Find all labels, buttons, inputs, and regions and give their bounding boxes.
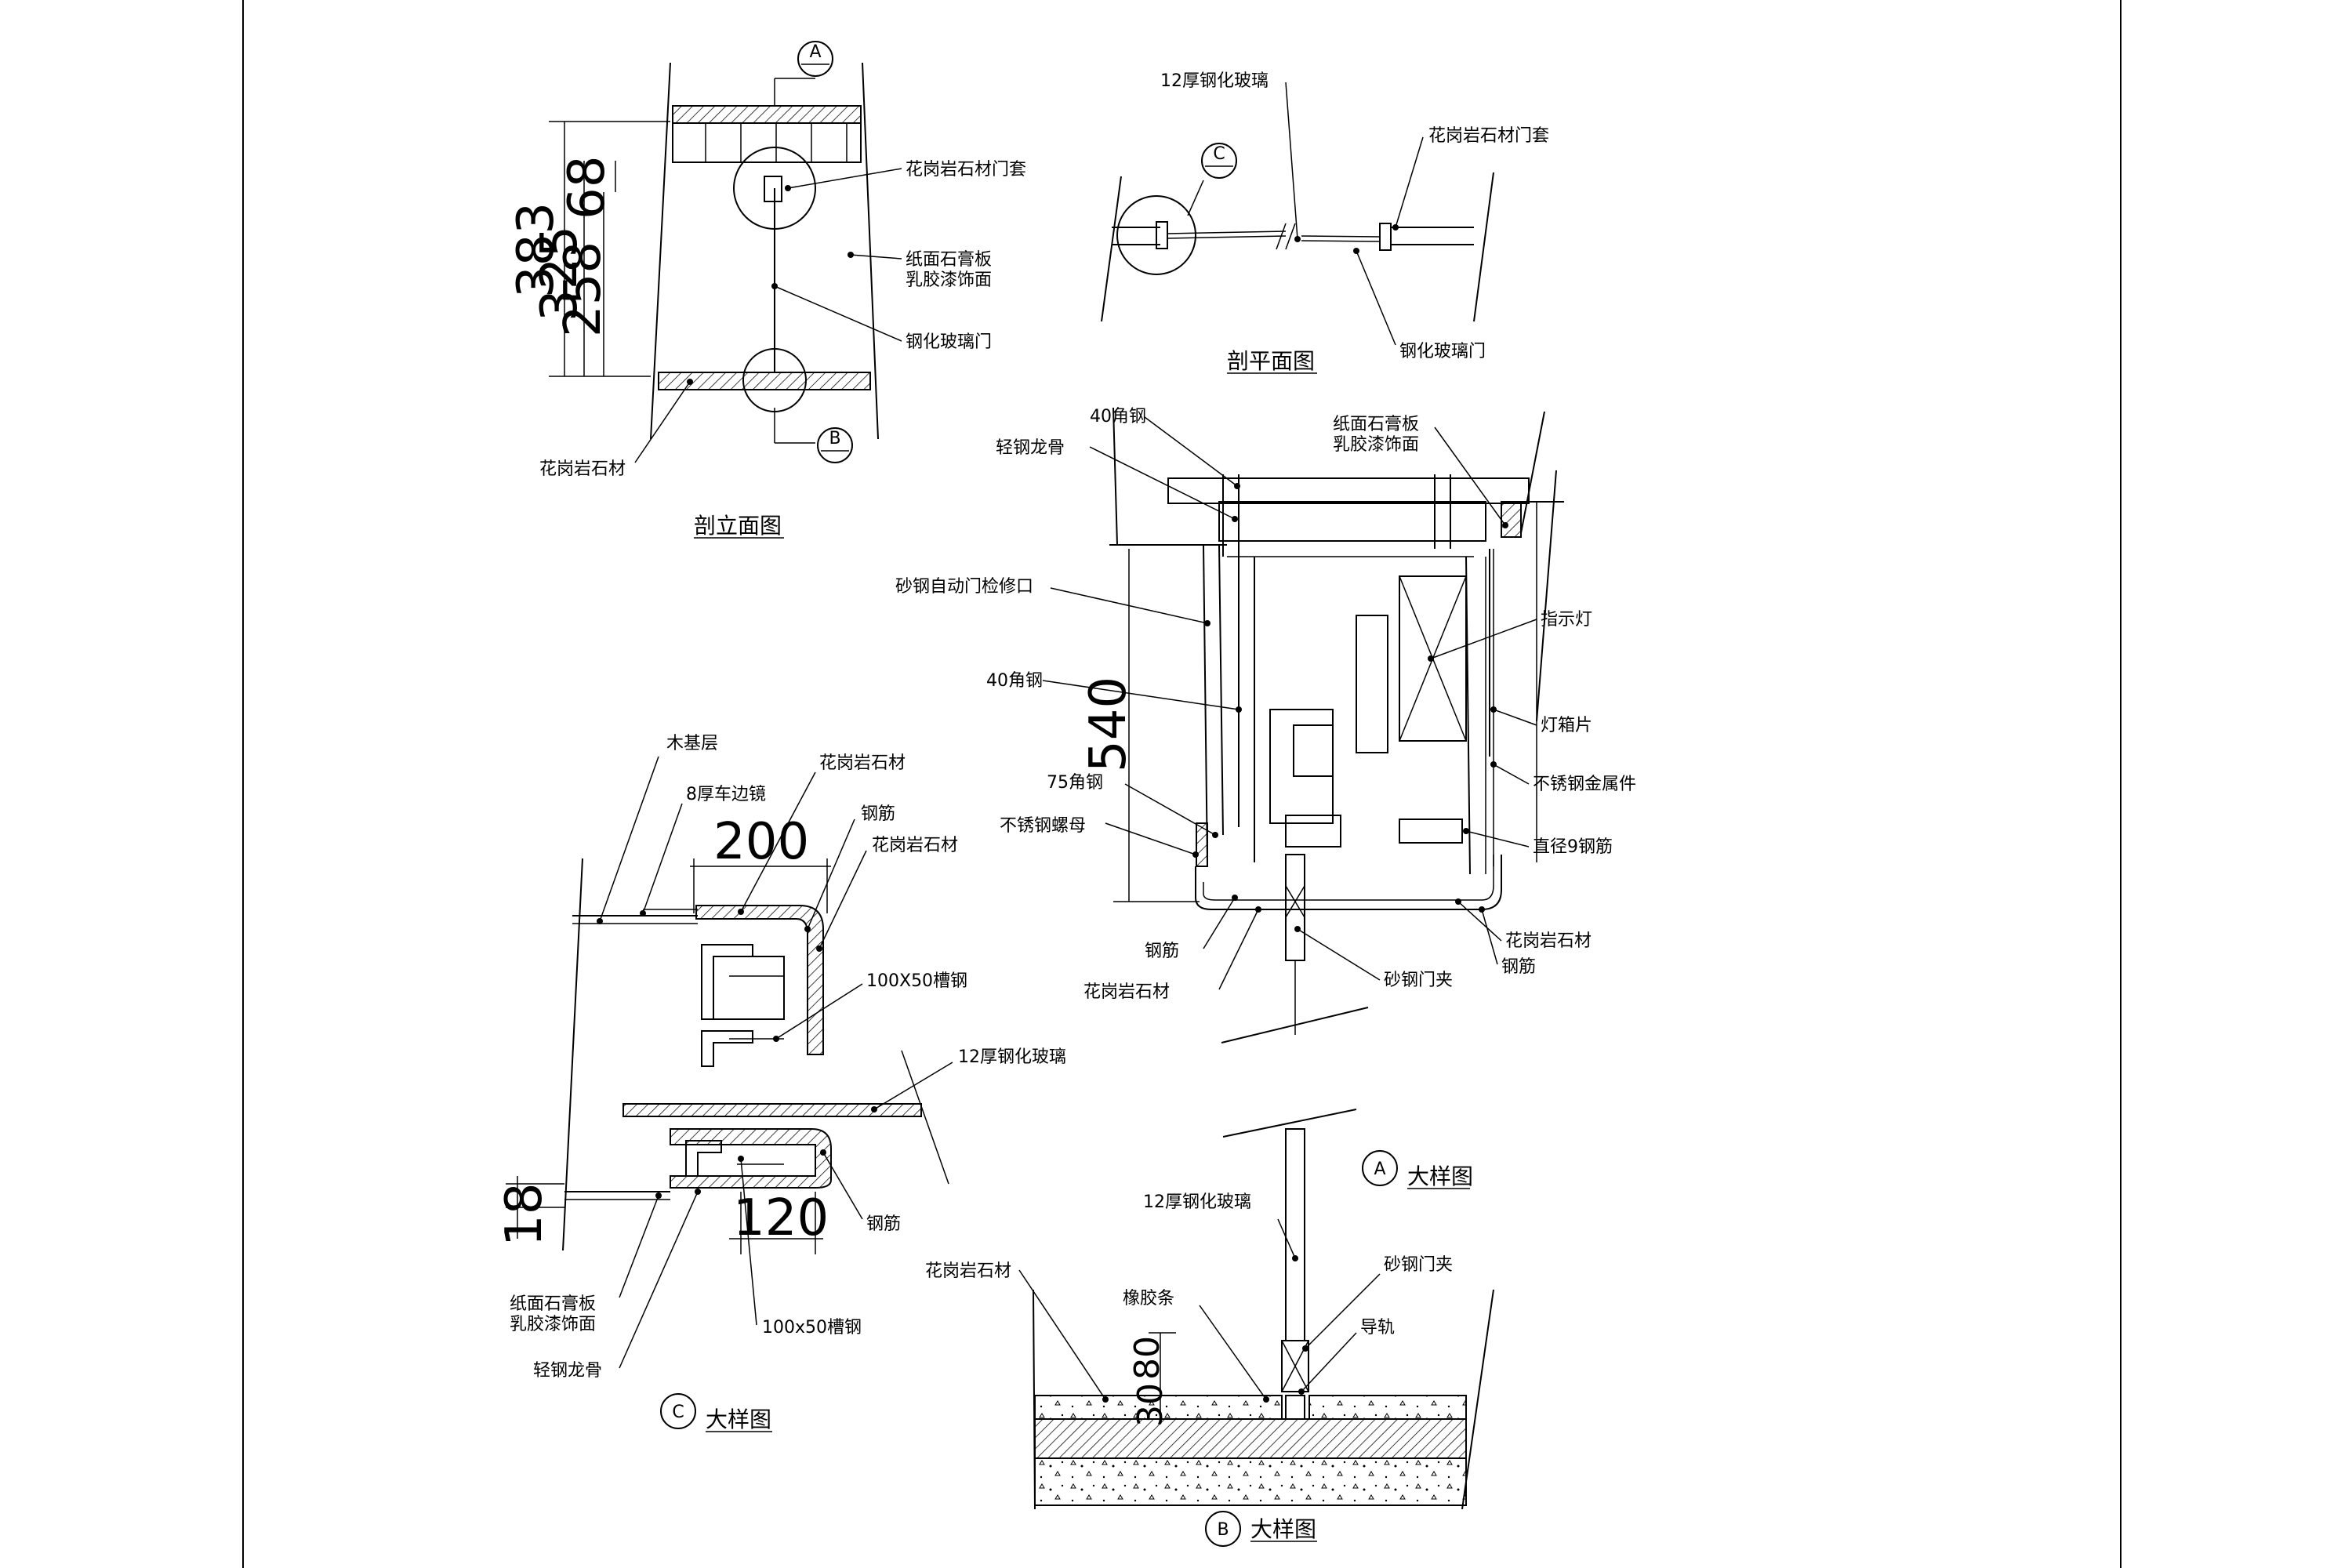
dim-258: 258 bbox=[554, 241, 612, 337]
label-tag-a: A bbox=[809, 42, 821, 62]
label-latex-paint: 乳胶漆饰面 bbox=[510, 1315, 596, 1334]
label-angle-75: 75角钢 bbox=[1047, 773, 1103, 793]
sheet-frame bbox=[242, 0, 2122, 1568]
dim-200: 200 bbox=[713, 813, 809, 871]
label-rebar-d9: 直径9钢筋 bbox=[1533, 837, 1613, 857]
label-glass-12: 12厚钢化玻璃 bbox=[958, 1047, 1066, 1067]
dim-383: 383 bbox=[507, 202, 565, 298]
label-granite: 花岗岩石材 bbox=[872, 836, 958, 855]
dim-80: 80 bbox=[1127, 1336, 1167, 1380]
dim-120: 120 bbox=[733, 1189, 829, 1247]
label-granite: 花岗岩石材 bbox=[925, 1261, 1011, 1281]
label-gypsum-board: 纸面石膏板 bbox=[510, 1294, 596, 1314]
label-detail-b-title: 大样图 bbox=[1250, 1516, 1316, 1542]
dim-30: 30 bbox=[1131, 1383, 1171, 1427]
label-rebar: 钢筋 bbox=[866, 1214, 901, 1234]
label-angle-40: 40角钢 bbox=[986, 671, 1043, 691]
label-latex-paint: 乳胶漆饰面 bbox=[1333, 435, 1419, 455]
label-gypsum-board: 纸面石膏板 bbox=[906, 250, 992, 270]
detail-c-view: 200 120 18 木基层 8厚车边镜 花岗岩石材 钢筋 花岗岩石材 100X… bbox=[495, 734, 1066, 1432]
detail-a-view: 540 轻钢龙骨 40角钢 砂钢自动门检修口 40角钢 纸面石膏板 乳胶漆饰面 … bbox=[895, 407, 1636, 1189]
detail-b-view: 80 30 12厚钢化玻璃 砂钢门夹 导轨 橡胶条 花岗岩石材 B 大样图 bbox=[925, 1109, 1494, 1547]
label-latex-paint: 乳胶漆饰面 bbox=[906, 270, 992, 290]
label-guide-rail: 导轨 bbox=[1360, 1318, 1395, 1338]
label-ss-nut: 不锈钢螺母 bbox=[1000, 816, 1086, 836]
label-gypsum-board: 纸面石膏板 bbox=[1333, 415, 1419, 434]
label-angle-40: 40角钢 bbox=[1090, 407, 1146, 426]
tag-b-elev: B bbox=[817, 427, 853, 463]
label-access-panel: 砂钢自动门检修口 bbox=[895, 577, 1033, 597]
label-granite-frame: 花岗岩石材门套 bbox=[906, 160, 1026, 180]
detail-a-title: A 大样图 bbox=[1362, 1150, 1473, 1189]
detail-b-title: B 大样图 bbox=[1205, 1511, 1317, 1547]
label-granite: 花岗岩石材 bbox=[819, 753, 906, 773]
section-elevation-view: A B 383 325 258 68 花岗岩石材门套 纸面石膏板 乳胶漆饰面 钢… bbox=[507, 41, 1026, 539]
label-granite: 花岗岩石材 bbox=[539, 459, 626, 479]
label-tempered-door: 钢化玻璃门 bbox=[1399, 342, 1486, 361]
label-tag-b: B bbox=[829, 429, 840, 448]
dim-18: 18 bbox=[495, 1183, 554, 1247]
label-granite: 花岗岩石材 bbox=[1505, 931, 1592, 951]
label-glass-12: 12厚钢化玻璃 bbox=[1143, 1192, 1251, 1212]
dim-540: 540 bbox=[1080, 677, 1138, 772]
label-rubber-strip: 橡胶条 bbox=[1123, 1289, 1174, 1308]
label-indicator: 指示灯 bbox=[1541, 610, 1592, 630]
label-glass-12: 12厚钢化玻璃 bbox=[1160, 71, 1269, 91]
label-granite-frame: 花岗岩石材门套 bbox=[1428, 126, 1549, 146]
label-ss-fitting: 不锈钢金属件 bbox=[1533, 775, 1636, 794]
label-rebar: 钢筋 bbox=[1145, 942, 1179, 961]
detail-c-title: C 大样图 bbox=[660, 1393, 772, 1432]
label-light-keel: 轻钢龙骨 bbox=[533, 1361, 602, 1381]
label-rebar: 钢筋 bbox=[1501, 957, 1536, 977]
label-rebar: 钢筋 bbox=[861, 804, 895, 824]
dim-325: 325 bbox=[531, 226, 589, 321]
tag-c-plan: C bbox=[1201, 143, 1237, 179]
label-wood-base: 木基层 bbox=[666, 734, 718, 753]
label-tag-c: C bbox=[672, 1403, 684, 1422]
label-tag-b: B bbox=[1217, 1520, 1229, 1540]
label-granite: 花岗岩石材 bbox=[1083, 982, 1170, 1002]
label-channel-100b: 100x50槽钢 bbox=[762, 1318, 862, 1338]
label-tempered-door: 钢化玻璃门 bbox=[906, 332, 992, 352]
dim-68: 68 bbox=[558, 156, 616, 220]
label-channel-100: 100X50槽钢 bbox=[866, 971, 967, 991]
label-mirror-8: 8厚车边镜 bbox=[686, 785, 766, 804]
label-tag-a: A bbox=[1374, 1160, 1385, 1179]
label-lightbox: 灯箱片 bbox=[1541, 716, 1592, 735]
label-detail-a-title: 大样图 bbox=[1407, 1163, 1473, 1189]
section-plan-view: C 12厚钢化玻璃 花岗岩石材门套 钢化玻璃门 剖平面图 bbox=[1101, 71, 1549, 374]
tag-a-elev: A bbox=[797, 41, 833, 77]
label-light-keel: 轻钢龙骨 bbox=[996, 438, 1065, 458]
label-door-clamp: 砂钢门夹 bbox=[1384, 971, 1453, 990]
label-elev-title: 剖立面图 bbox=[694, 513, 782, 539]
label-door-clamp: 砂钢门夹 bbox=[1384, 1255, 1453, 1275]
label-detail-c-title: 大样图 bbox=[706, 1406, 771, 1432]
label-plan-title: 剖平面图 bbox=[1227, 348, 1315, 374]
label-tag-c: C bbox=[1213, 144, 1225, 164]
